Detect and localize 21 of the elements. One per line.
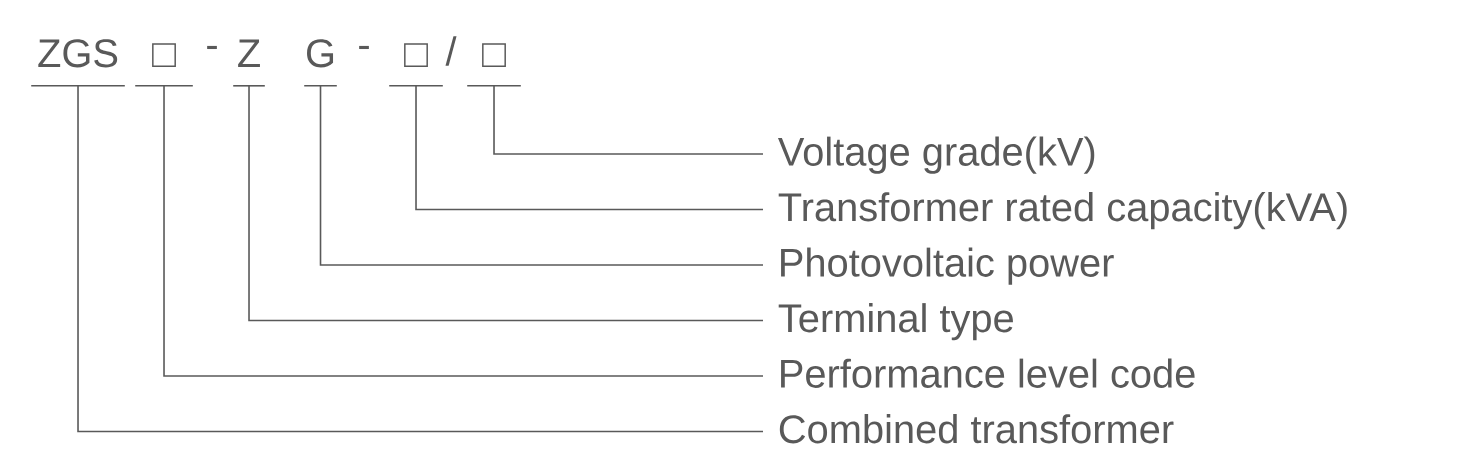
description-text: Combined transformer <box>779 414 1174 444</box>
code-segment: □ <box>388 43 444 87</box>
description-text: Transformer rated capacity(kVA) <box>778 192 1347 230</box>
leader-line <box>493 85 764 155</box>
description-text: Voltage grade(kV) <box>778 136 1095 174</box>
description-text: Performance level code <box>781 358 1195 388</box>
leader-line <box>77 85 764 433</box>
leader-line <box>415 85 764 211</box>
leader-line <box>248 85 764 322</box>
separator: - <box>359 45 369 50</box>
leader-line <box>319 85 764 266</box>
code-segment: ZGS <box>30 39 126 87</box>
code-segment: Z <box>232 39 266 87</box>
separator: - <box>207 45 217 50</box>
separator: / <box>445 36 457 66</box>
code-segment: □ <box>466 43 522 87</box>
code-segment: G <box>303 39 338 87</box>
description-text: Terminal type <box>778 303 1013 341</box>
code-segment: □ <box>134 43 194 87</box>
description-text: Photovoltaic power <box>781 247 1114 285</box>
leader-line <box>163 85 764 377</box>
